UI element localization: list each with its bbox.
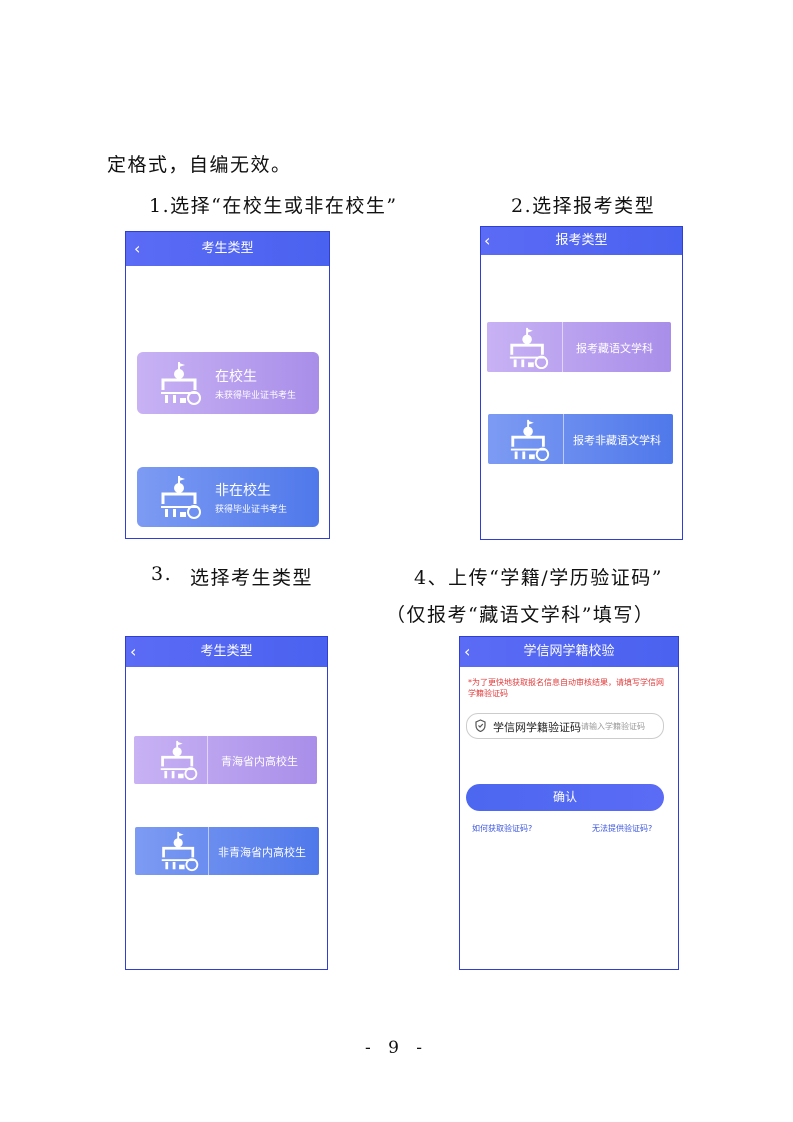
screenshot-student-type: ‹ 考生类型 在校生 未获得毕业证书考生 非在校生 获得毕业证书考生: [125, 231, 330, 539]
card-non-qinghai-college[interactable]: 非青海省内高校生: [135, 827, 319, 875]
card-tibetan-subject[interactable]: 报考藏语文学科: [487, 322, 671, 372]
confirm-button[interactable]: 确认: [466, 784, 664, 811]
step-3-number: 3.: [151, 563, 173, 585]
step-3-caption: 选择考生类型: [190, 567, 314, 589]
verification-notice: *为了更快地获取报名信息自动审核结果，请填写学信网学籍验证码: [468, 678, 664, 698]
card-subtitle: 未获得毕业证书考生: [215, 391, 297, 401]
screen-header: ‹ 学信网学籍校验: [460, 637, 678, 667]
card-in-school[interactable]: 在校生 未获得毕业证书考生: [137, 352, 319, 414]
card-divider: [207, 736, 208, 784]
card-label: 非青海省内高校生: [218, 846, 306, 859]
card-not-in-school[interactable]: 非在校生 获得毕业证书考生: [137, 467, 319, 527]
page-number: - 9 -: [364, 1038, 429, 1058]
screen-header: ‹ 报考类型: [481, 227, 682, 255]
card-title: 在校生: [215, 369, 257, 385]
screen-title: 考生类型: [201, 241, 254, 256]
screen-title: 考生类型: [200, 644, 253, 659]
chevron-left-icon[interactable]: ‹: [464, 642, 471, 661]
school-building-icon: [161, 831, 199, 872]
chevron-left-icon[interactable]: ‹: [484, 231, 491, 250]
step-4-caption: 4、上传“学籍/学历验证码”: [414, 567, 663, 589]
field-label: 学信网学籍验证码: [493, 721, 581, 734]
verification-code-field[interactable]: 学信网学籍验证码 请输入学籍验证码: [466, 713, 664, 739]
card-divider: [562, 322, 563, 372]
step-2-caption: 2.选择报考类型: [511, 195, 656, 217]
screen-title: 学信网学籍校验: [523, 644, 615, 659]
screen-title: 报考类型: [555, 233, 608, 248]
screenshot-chsi-verification: ‹ 学信网学籍校验 *为了更快地获取报名信息自动审核结果，请填写学信网学籍验证码…: [459, 636, 679, 970]
card-non-tibetan-subject[interactable]: 报考非藏语文学科: [488, 414, 673, 464]
school-building-icon: [161, 476, 201, 519]
school-building-icon: [509, 327, 549, 370]
chevron-left-icon[interactable]: ‹: [134, 239, 141, 258]
step-1-caption: 1.选择“在校生或非在校生”: [149, 195, 398, 217]
chevron-left-icon[interactable]: ‹: [130, 642, 137, 661]
card-divider: [208, 827, 209, 875]
screenshot-student-category: ‹ 考生类型 青海省内高校生 非青海省内高校生: [125, 636, 328, 970]
card-label: 报考非藏语文学科: [573, 434, 661, 447]
school-building-icon: [510, 419, 550, 462]
field-placeholder[interactable]: 请输入学籍验证码: [581, 722, 645, 731]
screen-header: ‹ 考生类型: [126, 637, 327, 667]
card-qinghai-college[interactable]: 青海省内高校生: [134, 736, 317, 784]
school-building-icon: [160, 740, 198, 781]
card-divider: [563, 414, 564, 464]
shield-icon: [475, 719, 486, 732]
how-to-get-code-link[interactable]: 如何获取验证码?: [472, 824, 533, 833]
card-subtitle: 获得毕业证书考生: [215, 505, 288, 515]
screenshot-exam-type: ‹ 报考类型 报考藏语文学科 报考非藏语文学科: [480, 226, 683, 540]
card-label: 报考藏语文学科: [576, 342, 653, 355]
cannot-provide-code-link[interactable]: 无法提供验证码?: [592, 824, 653, 833]
card-title: 非在校生: [215, 483, 271, 499]
card-label: 青海省内高校生: [221, 755, 298, 768]
step-4-note: （仅报考“藏语文学科”填写）: [386, 604, 655, 626]
school-building-icon: [161, 362, 201, 405]
screen-header: ‹ 考生类型: [126, 232, 329, 266]
intro-text: 定格式，自编无效。: [107, 154, 292, 176]
